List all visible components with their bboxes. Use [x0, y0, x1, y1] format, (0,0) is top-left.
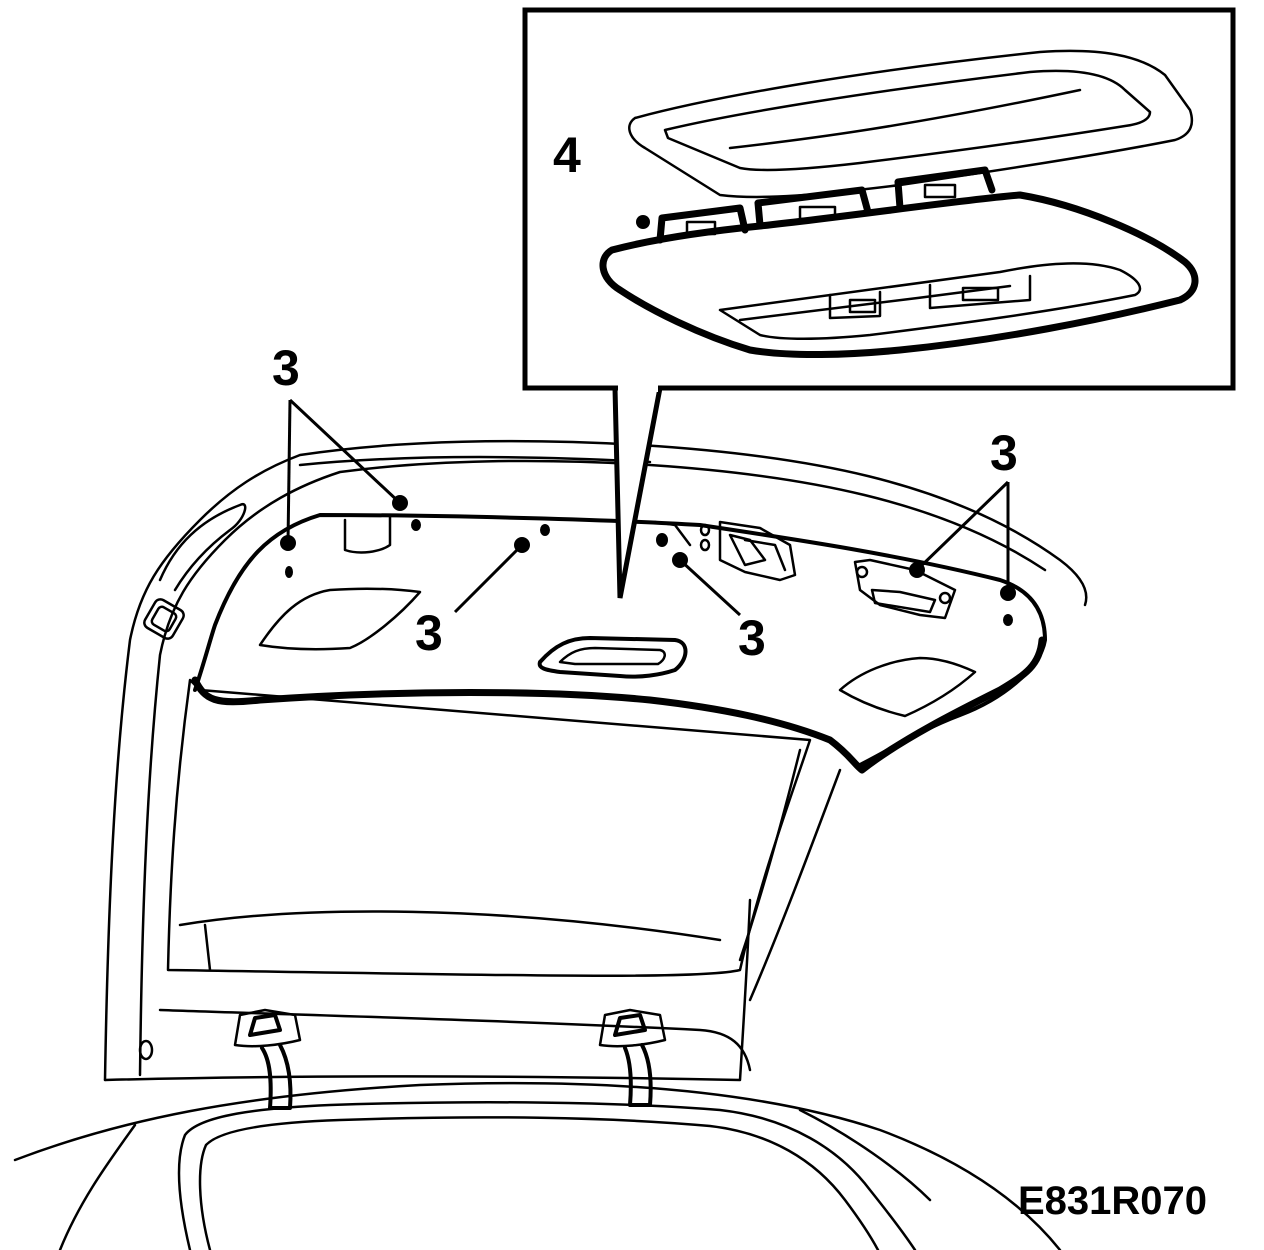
lens-clip: [656, 204, 749, 244]
tailgate-frame: [103, 439, 1088, 1082]
lamp-lens: [628, 49, 1194, 199]
callout-labels: 3 3 3 3 4 E831R070: [272, 127, 1207, 1223]
number-plate-bracket: [853, 558, 957, 620]
right-trim-pad: [838, 656, 977, 718]
latch-mechanism: [718, 520, 797, 582]
callout-3-center-right: 3: [738, 610, 766, 666]
callout-3-left: 3: [272, 340, 300, 396]
rear-window-opening: [166, 678, 842, 1002]
figure-code: E831R070: [1018, 1179, 1207, 1223]
upper-trim-panel: [191, 513, 1047, 774]
lens-clip: [754, 186, 872, 229]
vehicle-rear-body: [13, 1081, 1062, 1250]
callout-4: 4: [553, 127, 581, 183]
callout-3-right: 3: [990, 425, 1018, 481]
hinge-cover: [143, 598, 185, 640]
support-straps: [233, 1008, 667, 1110]
left-trim-pad: [258, 587, 422, 651]
callout-3-center-left: 3: [415, 605, 443, 661]
lamp-opening: [537, 636, 688, 679]
lens-clip: [894, 166, 996, 212]
inset-frame: [522, 7, 1236, 391]
detail-inset: [522, 7, 1236, 599]
inset-pointer: [612, 385, 664, 599]
